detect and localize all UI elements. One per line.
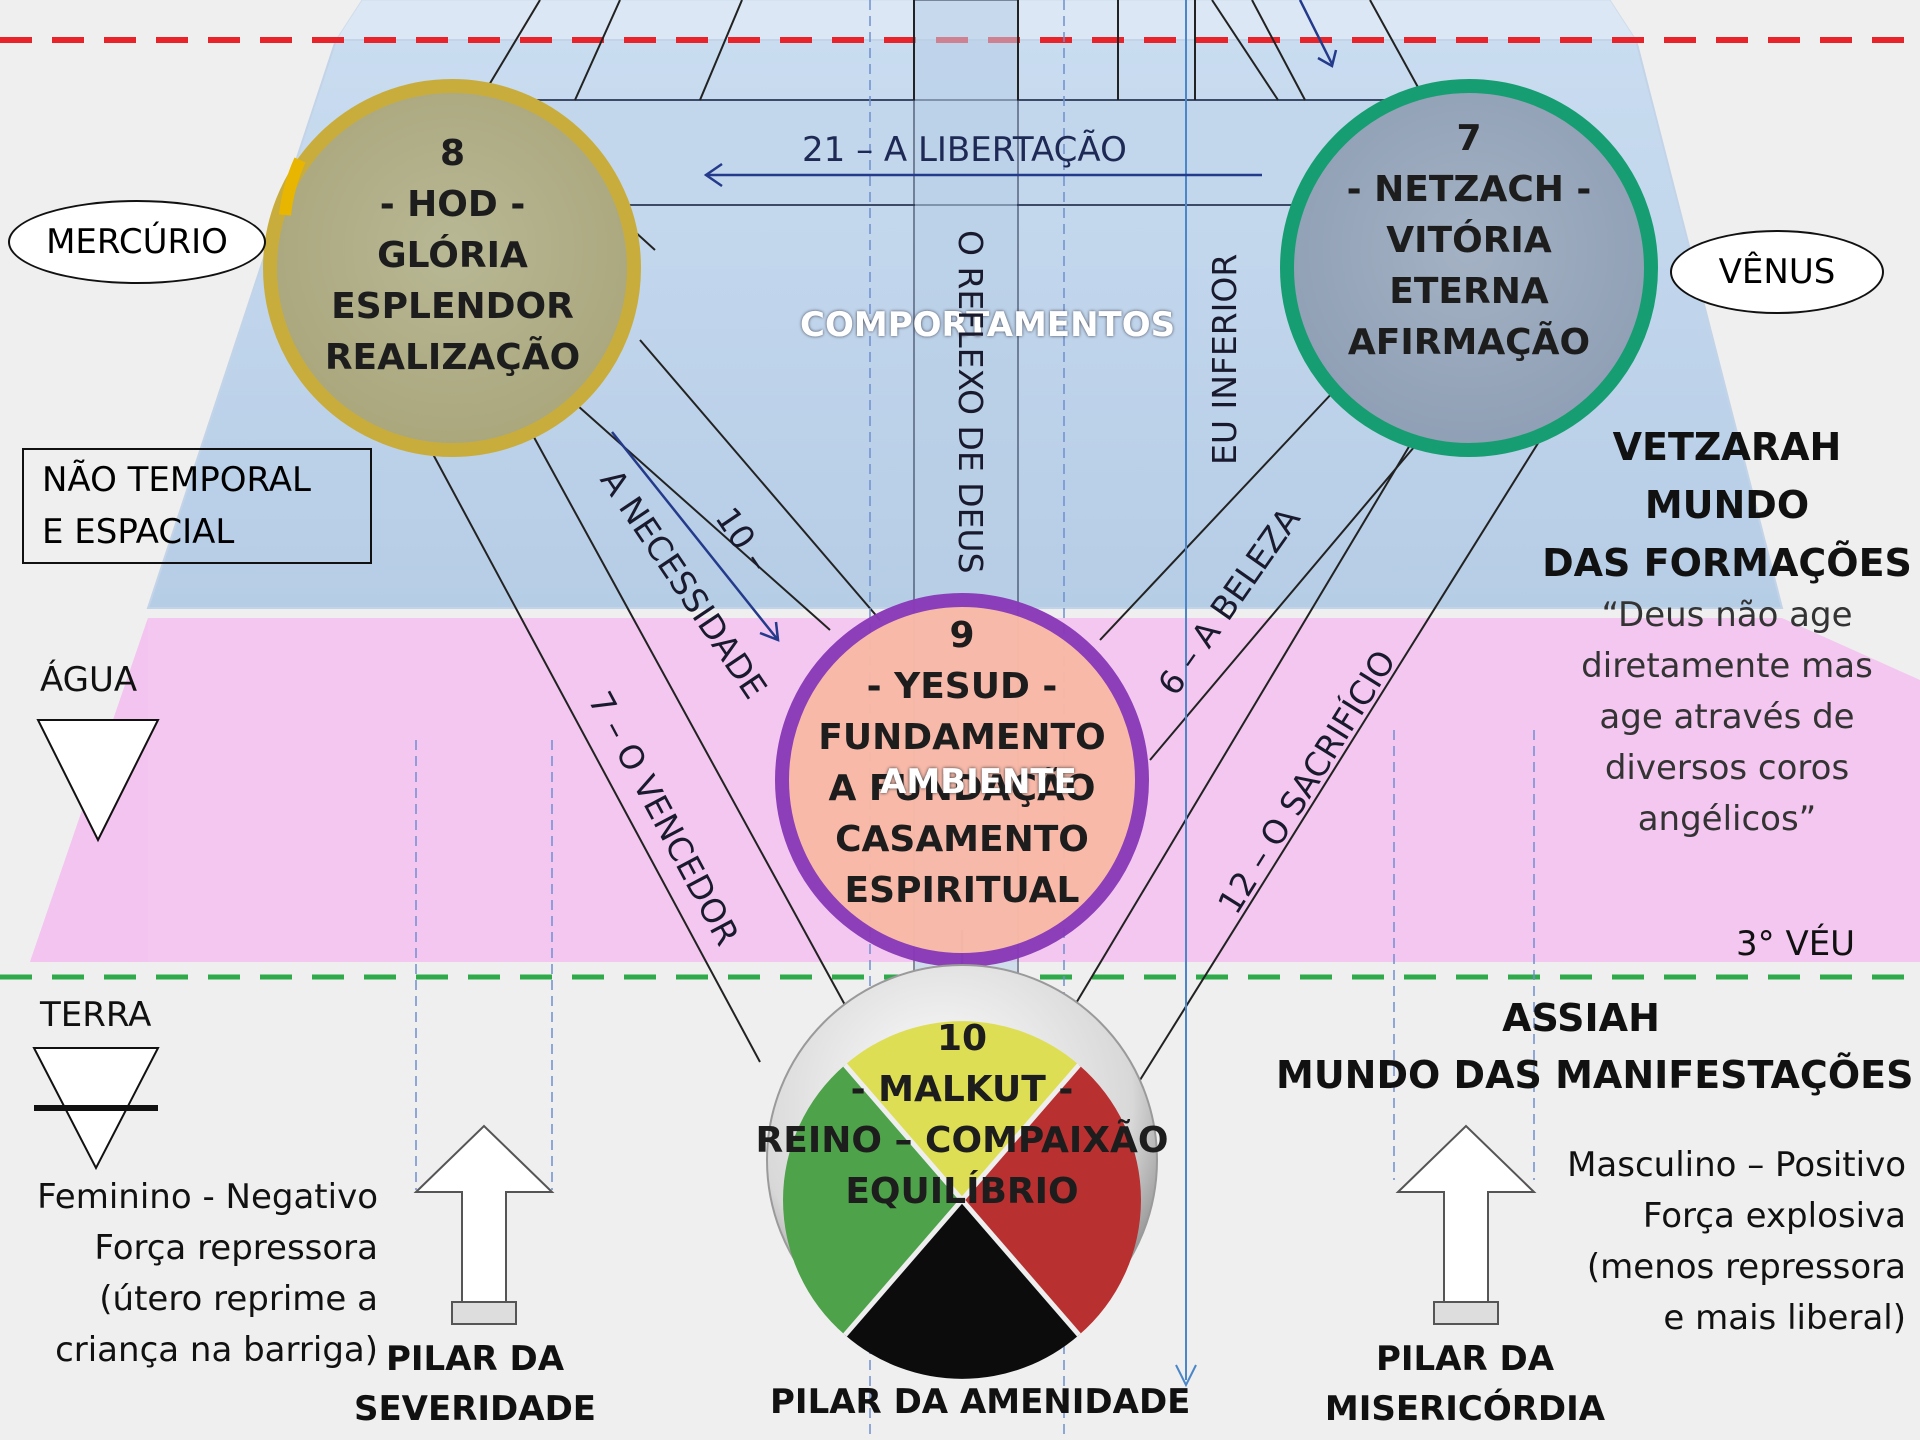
quote-line5: angélicos” xyxy=(1637,799,1817,839)
water-triangle xyxy=(36,719,160,843)
mercurio-text: MERCÚRIO xyxy=(46,222,228,262)
yesod-line3: CASAMENTO xyxy=(835,819,1089,860)
quote-line4: diversos coros xyxy=(1604,748,1850,788)
assiah-line1: ASSIAH xyxy=(1502,996,1660,1040)
pilar-amenidade: PILAR DA AMENIDADE xyxy=(770,1382,1191,1422)
hod-line3: REALIZAÇÃO xyxy=(324,336,581,378)
assiah-title: ASSIAH MUNDO DAS MANIFESTAÇÕES xyxy=(1276,990,1914,1104)
pilar-severidade-line1: PILAR DA xyxy=(385,1339,565,1379)
vetzarah-title: VETZARAH MUNDO DAS FORMAÇÕES xyxy=(1540,418,1914,592)
venus-ellipse: VÊNUS xyxy=(1670,230,1884,314)
netzach-name: - NETZACH - xyxy=(1346,168,1592,210)
netzach-line3: AFIRMAÇÃO xyxy=(1347,321,1591,363)
comportamentos-label: COMPORTAMENTOS xyxy=(800,305,1176,345)
malkut-number: 10 xyxy=(936,1018,988,1059)
masculino-line1: Masculino – Positivo xyxy=(1567,1145,1906,1185)
eu-inferior-label: EU INFERIOR xyxy=(1205,253,1244,465)
ambiente-overlay: AMBIENTE xyxy=(880,762,1077,802)
malkut-name: - MALKUT - xyxy=(850,1069,1074,1110)
pillar-arrows xyxy=(413,1124,1537,1325)
masculino-line3: (menos repressora xyxy=(1586,1247,1906,1287)
hod-line2: ESPLENDOR xyxy=(331,285,574,327)
feminino-line4: criança na barriga) xyxy=(55,1330,378,1370)
yesod-line1: FUNDAMENTO xyxy=(818,717,1106,758)
hod-number: 8 xyxy=(439,132,466,174)
malkut-disc xyxy=(766,964,1158,1379)
venus-text: VÊNUS xyxy=(1718,252,1836,292)
yesod-number: 9 xyxy=(949,615,975,656)
hod-label: 8 - HOD - GLÓRIA ESPLENDOR REALIZAÇÃO xyxy=(300,120,605,390)
mercurio-ellipse: MERCÚRIO xyxy=(8,200,266,284)
feminino-line2: Força repressora xyxy=(94,1228,378,1268)
assiah-line2: MUNDO DAS MANIFESTAÇÕES xyxy=(1276,1053,1914,1097)
netzach-number: 7 xyxy=(1456,117,1482,159)
nao-temporal-box: NÃO TEMPORAL E ESPACIAL xyxy=(22,448,372,564)
feminino-line1: Feminino - Negativo xyxy=(37,1177,378,1217)
agua-label: ÁGUA xyxy=(40,660,138,700)
vetzarah-line1: VETZARAH xyxy=(1612,425,1842,469)
malkut-line1: REINO – COMPAIXÃO xyxy=(755,1120,1169,1161)
feminino-line3: (útero reprime a xyxy=(99,1279,378,1319)
terra-label: TERRA xyxy=(40,995,152,1035)
masculino-block: Masculino – Positivo Força explosiva (me… xyxy=(1500,1140,1906,1344)
feminino-block: Feminino - Negativo Força repressora (út… xyxy=(0,1172,378,1376)
reflexo-label: O REFLEXO DE DEUS xyxy=(951,230,990,574)
quote-line1: “Deus não age xyxy=(1601,595,1853,635)
pilar-misericordia-line2: MISERICÓRDIA xyxy=(1324,1389,1606,1429)
malkut-line2: EQUILÍBRIO xyxy=(845,1171,1079,1212)
yesod-label: 9 - YESUD - FUNDAMENTO A FUNDAÇÃO CASAME… xyxy=(800,612,1124,914)
quote-line2: diretamente mas xyxy=(1581,646,1873,686)
malkut-label: 10 - MALKUT - REINO – COMPAIXÃO EQUILÍBR… xyxy=(756,1010,1169,1220)
quote-line3: age através de xyxy=(1599,697,1855,737)
yesod-name: - YESUD - xyxy=(866,666,1058,707)
yesod-line4: ESPIRITUAL xyxy=(844,870,1080,911)
hod-circle xyxy=(263,79,641,457)
netzach-circle xyxy=(1280,79,1658,457)
nao-temporal-line1: NÃO TEMPORAL xyxy=(42,460,311,500)
netzach-line1: VITÓRIA xyxy=(1386,219,1552,261)
veu-label: 3° VÉU xyxy=(1736,924,1856,964)
eu-inferior-arrowhead xyxy=(1175,1364,1197,1388)
nao-temporal-line2: E ESPACIAL xyxy=(42,512,235,552)
yesod-line2: A FUNDAÇÃO xyxy=(828,768,1096,809)
netzach-line2: ETERNA xyxy=(1389,270,1549,312)
masculino-line2: Força explosiva xyxy=(1642,1196,1906,1236)
hod-line1: GLÓRIA xyxy=(377,234,528,276)
pilar-severidade-line2: SEVERIDADE xyxy=(353,1389,597,1429)
yesod-circle xyxy=(775,593,1149,967)
hod-name: - HOD - xyxy=(379,183,526,225)
quote-block: “Deus não age diretamente mas age atravé… xyxy=(1540,590,1914,845)
vetzarah-line3: DAS FORMAÇÕES xyxy=(1542,541,1912,585)
upper-paths xyxy=(419,0,1566,1081)
path-21-label: 21 – A LIBERTAÇÃO xyxy=(802,130,1127,170)
pilar-misericordia: PILAR DA MISERICÓRDIA xyxy=(1320,1334,1610,1434)
masculino-line4: e mais liberal) xyxy=(1663,1298,1906,1338)
pilar-misericordia-line1: PILAR DA xyxy=(1375,1339,1555,1379)
vetzarah-line2: MUNDO xyxy=(1644,483,1810,527)
netzach-label: 7 - NETZACH - VITÓRIA ETERNA AFIRMAÇÃO xyxy=(1318,110,1620,370)
pilar-severidade: PILAR DA SEVERIDADE xyxy=(340,1334,610,1434)
